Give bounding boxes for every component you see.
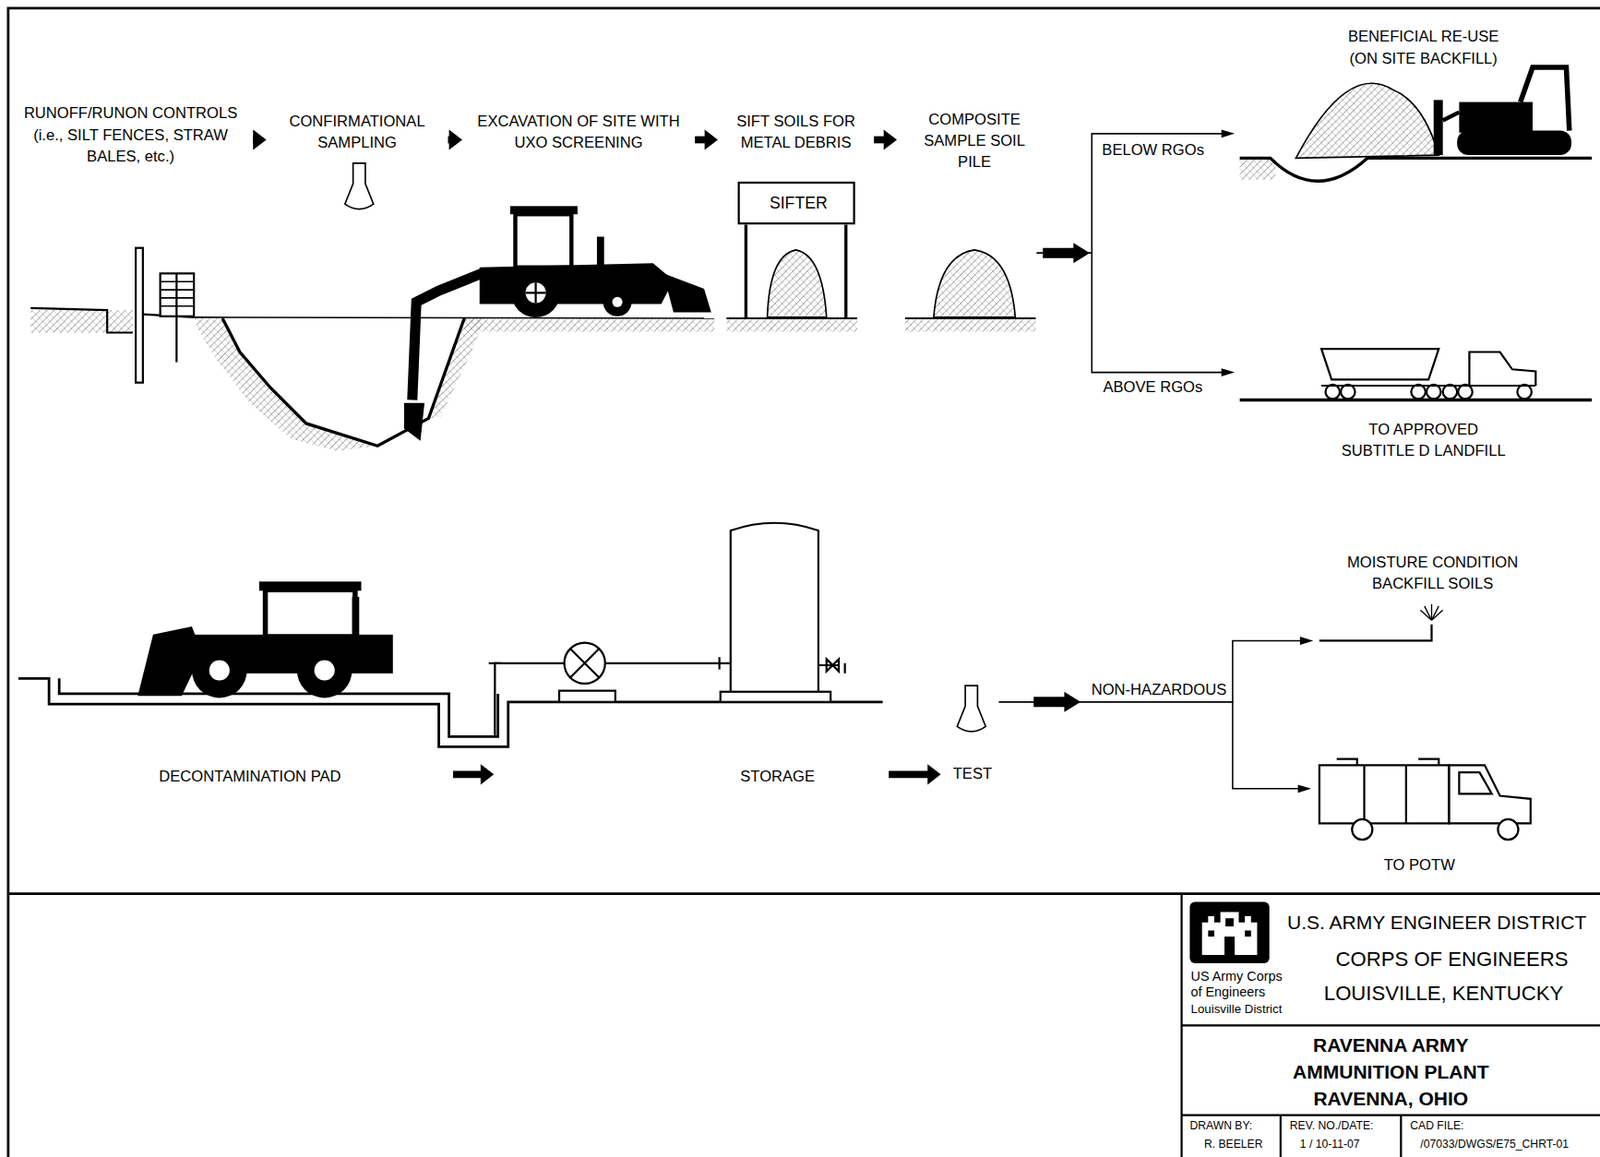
- node-label: TEST: [946, 762, 998, 784]
- node-label: MOISTURE CONDITION BACKFILL SOILS: [1340, 550, 1525, 594]
- title-block-text: US Army Corps: [1191, 967, 1283, 986]
- flow-line: [252, 136, 259, 144]
- flow-arrow: [999, 636, 1314, 703]
- potw-node: TO POTW: [1313, 757, 1537, 881]
- flow-arrow: [694, 129, 718, 150]
- sifter: [726, 224, 858, 332]
- pad-node: DECONTAMINATION PAD: [18, 571, 447, 791]
- title-block-text: REV. NO./DATE:: [1289, 1118, 1374, 1135]
- backfill-node: BENEFICIAL RE-USE (ON SITE BACKFILL): [1237, 25, 1595, 164]
- branch-label: NON-HAZARDOUS: [1087, 680, 1230, 700]
- step-node: CONFIRMATIONAL SAMPLING: [272, 109, 442, 153]
- flow-line: [694, 136, 710, 144]
- flow-arrow: [1037, 252, 1236, 377]
- title-block-text: of Engineers: [1191, 983, 1266, 1003]
- spray-pipe: [1319, 604, 1444, 642]
- pile-node: COMPOSITE SAMPLE SOIL PILE: [903, 107, 1037, 328]
- block-arrow: [1033, 242, 1090, 713]
- node-label: TO POTW: [1317, 854, 1522, 876]
- bulldozer: [1240, 67, 1593, 181]
- tanker-truck: [1319, 759, 1531, 840]
- step-node: SIFT SOILS FOR METAL DEBRIS: [724, 109, 869, 153]
- flow-line: [999, 640, 1306, 702]
- title-block-text: CAD FILE:: [1409, 1118, 1464, 1135]
- node-label: STORAGE: [675, 764, 880, 787]
- soil-pile: [905, 250, 1037, 332]
- flow-arrow: [1037, 129, 1236, 253]
- flow-arrow: [888, 764, 941, 785]
- flow-line: [453, 770, 487, 778]
- node-label: EXCAVATION OF SITE WITH UXO SCREENING: [471, 109, 686, 153]
- flow-line: [999, 702, 1304, 789]
- node-label: TO APPROVED SUBTITLE D LANDFILL: [1334, 417, 1514, 461]
- arrow-head: [252, 129, 266, 150]
- flow-line: [888, 770, 933, 778]
- node-label: COMPOSITE SAMPLE SOIL PILE: [910, 107, 1039, 173]
- title-block-text: /07033/DWGS/E75_CHRT-01: [1420, 1136, 1569, 1153]
- silt-fence: [30, 248, 194, 383]
- node-label: BENEFICIAL RE-USE (ON SITE BACKFILL): [1337, 25, 1510, 69]
- frame: [8, 8, 1600, 1157]
- title-block-text: RAVENNA ARMY AMMUNITION PLANT RAVENNA, O…: [1253, 1032, 1529, 1112]
- branch-label: BELOW RGOs: [1098, 141, 1207, 160]
- flask: [345, 163, 986, 732]
- node-label: SIFTER: [741, 191, 856, 215]
- title-block-text: R. BEELER: [1204, 1136, 1264, 1153]
- node-label: RUNOFF/RUNON CONTROLS (i.e., SILT FENCES…: [17, 102, 245, 168]
- node-label: SIFT SOILS FOR METAL DEBRIS: [727, 109, 865, 153]
- sifter-box: SIFTER: [738, 181, 856, 225]
- dump-truck: [1240, 348, 1593, 400]
- storage-node: STORAGE: [500, 514, 884, 791]
- flow-arrow: [447, 129, 462, 150]
- flow-arrow: [252, 129, 266, 150]
- flow-arrow: [999, 702, 1312, 793]
- step-node: RUNOFF/RUNON CONTROLS (i.e., SILT FENCES…: [13, 102, 247, 168]
- pump-and-tank: [489, 523, 846, 738]
- loader: [137, 581, 393, 698]
- title-block-text: U.S. ARMY ENGINEER DISTRICT: [1287, 909, 1587, 937]
- corps-logo: [1189, 902, 1269, 964]
- backhoe: [404, 205, 712, 441]
- node-label: DECONTAMINATION PAD: [96, 764, 404, 787]
- title-block-text: DRAWN BY:: [1189, 1118, 1253, 1135]
- flow-line: [447, 136, 454, 144]
- test-node: TEST: [946, 678, 998, 791]
- title-block-text: 1 / 10-11-07: [1300, 1136, 1361, 1153]
- step-node: EXCAVATION OF SITE WITH UXO SCREENING: [468, 109, 690, 153]
- moisture-node: MOISTURE CONDITION BACKFILL SOILS: [1316, 549, 1557, 646]
- title-block-text: LOUISVILLE, KENTUCKY: [1324, 979, 1564, 1008]
- excavation-pit: [193, 317, 715, 452]
- node-label: CONFIRMATIONAL SAMPLING: [275, 109, 440, 153]
- branch-label: ABOVE RGOs: [1099, 377, 1206, 396]
- flow-arrow: [873, 129, 897, 150]
- flow-line: [1037, 252, 1228, 372]
- title-block-text: Louisville District: [1191, 1001, 1283, 1019]
- flow-line: [1037, 133, 1228, 253]
- landfill-node: TO APPROVED SUBTITLE D LANDFILL: [1237, 341, 1595, 466]
- flow-line: [873, 136, 889, 144]
- flow-arrow: [453, 764, 494, 785]
- title-block-text: CORPS OF ENGINEERS: [1336, 944, 1569, 974]
